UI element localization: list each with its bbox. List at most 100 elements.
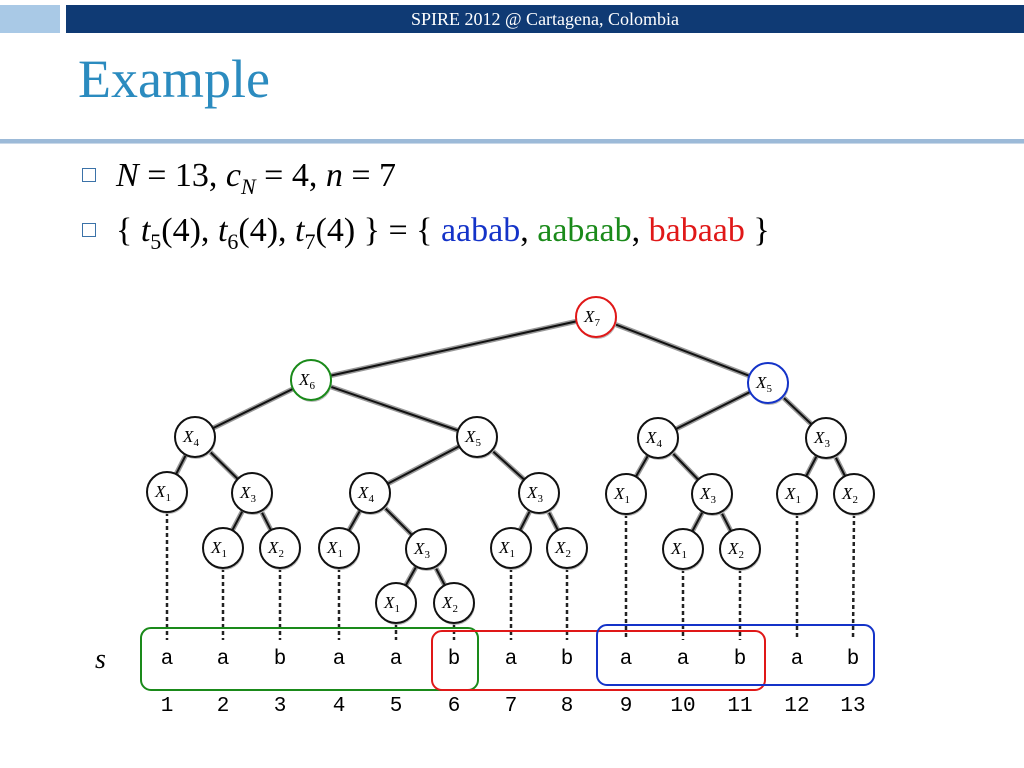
tree-node — [719, 528, 761, 570]
tree-node — [433, 582, 475, 624]
word-aabaab: aabaab — [537, 212, 632, 249]
blue-bracket — [596, 624, 875, 686]
subscript: 7 — [304, 228, 316, 254]
node-label: X2 — [441, 593, 458, 615]
s-label: s — [95, 644, 106, 675]
sequence-char: b — [734, 648, 747, 671]
position-index: 6 — [448, 695, 461, 718]
tree-node — [691, 473, 733, 515]
node-label: X1 — [784, 484, 801, 506]
header-corner-box — [0, 5, 60, 33]
node-label: X2 — [841, 484, 858, 506]
var-c: c — [225, 157, 241, 194]
tree-node — [318, 527, 360, 569]
position-index: 2 — [217, 695, 230, 718]
tree-edge — [194, 379, 312, 438]
position-index: 9 — [620, 695, 633, 718]
tree-node — [456, 416, 498, 458]
sequence-char: a — [505, 648, 518, 671]
tree-node — [637, 417, 679, 459]
sequence-char: a — [791, 648, 804, 671]
node-label: X7 — [583, 307, 600, 329]
text: = 7 — [342, 157, 397, 194]
sequence-char: b — [847, 648, 860, 671]
var-t: t — [295, 212, 305, 249]
node-label: X6 — [298, 370, 315, 392]
node-label: X4 — [357, 483, 374, 505]
node-label: X1 — [154, 482, 171, 504]
tree-node — [146, 471, 188, 513]
position-index: 11 — [727, 695, 752, 718]
tree-node — [490, 527, 532, 569]
tree-node — [375, 582, 417, 624]
subscript: 5 — [150, 228, 162, 254]
tree-node — [776, 473, 818, 515]
word-babaab: babaab — [648, 212, 745, 249]
sequence-char: b — [274, 648, 287, 671]
position-index: 8 — [561, 695, 574, 718]
header-text: SPIRE 2012 @ Cartagena, Colombia — [410, 9, 680, 29]
var-N: N — [116, 157, 139, 194]
var-t: t — [217, 212, 228, 249]
node-label: X1 — [498, 538, 515, 560]
tree-node — [747, 362, 789, 404]
node-label: X2 — [554, 538, 571, 560]
node-label: X1 — [670, 539, 687, 561]
green-bracket — [140, 627, 479, 691]
subscript: N — [240, 173, 256, 199]
tree-edge — [595, 316, 769, 384]
bullet-1: N = 13, cN = 4, n = 7 — [82, 157, 396, 200]
tree-node — [662, 528, 704, 570]
sequence-char: a — [677, 648, 690, 671]
subscript: 6 — [227, 228, 239, 254]
tree-node — [349, 472, 391, 514]
node-label: X2 — [267, 538, 284, 560]
node-label: X4 — [645, 428, 662, 450]
node-label: X2 — [727, 539, 744, 561]
tree-node — [833, 473, 875, 515]
position-index: 1 — [161, 695, 174, 718]
title-divider — [0, 139, 1024, 144]
tree-edge — [310, 316, 597, 381]
position-index: 13 — [840, 695, 865, 718]
position-index: 3 — [274, 695, 287, 718]
header-bar: SPIRE 2012 @ Cartagena, Colombia — [66, 5, 1024, 33]
sequence-char: a — [390, 648, 403, 671]
node-label: X3 — [526, 483, 543, 505]
text: = 4, — [255, 157, 326, 194]
position-index: 4 — [333, 695, 346, 718]
text: } — [744, 212, 770, 249]
sequence-char: a — [217, 648, 230, 671]
var-n: n — [325, 157, 343, 194]
text: , — [631, 212, 649, 249]
tree-node — [174, 416, 216, 458]
text: , — [520, 212, 538, 249]
square-bullet-icon — [82, 223, 96, 237]
tree-node — [546, 527, 588, 569]
node-label: X1 — [210, 538, 227, 560]
node-label: X1 — [613, 484, 630, 506]
tree-node — [259, 527, 301, 569]
position-index: 7 — [505, 695, 518, 718]
sequence-char: b — [561, 648, 574, 671]
var-t: t — [140, 212, 151, 249]
page-title: Example — [78, 49, 270, 109]
leaf-link — [851, 513, 856, 641]
node-label: X1 — [326, 538, 343, 560]
node-label: X3 — [699, 484, 716, 506]
text: (4) } = { — [315, 212, 441, 249]
text: { — [116, 212, 141, 249]
tree-edge — [310, 379, 478, 438]
text: (4), — [238, 212, 296, 249]
tree-node — [202, 527, 244, 569]
node-label: X4 — [182, 427, 199, 449]
tree-node — [290, 359, 332, 401]
tree-node — [575, 296, 617, 338]
sequence-char: b — [448, 648, 461, 671]
node-label: X1 — [383, 593, 400, 615]
node-label: X3 — [813, 428, 830, 450]
text: = 13, — [138, 157, 226, 194]
tree-node — [518, 472, 560, 514]
node-label: X3 — [239, 483, 256, 505]
